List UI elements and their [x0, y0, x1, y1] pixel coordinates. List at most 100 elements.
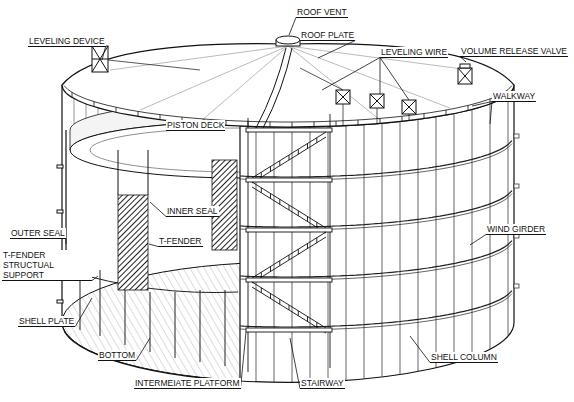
leader-line [470, 235, 486, 246]
shell-column [436, 117, 437, 368]
stair-tread [307, 317, 308, 322]
part-label: ROOF VENT [296, 7, 348, 18]
part-label: ROOF PLATE [300, 30, 355, 41]
leader-line [102, 47, 106, 61]
walkway-post [424, 114, 425, 119]
stair-flight [252, 132, 326, 178]
walkway-post [270, 122, 271, 127]
part-label: OUTER SEAL [10, 228, 66, 239]
walkway-post [490, 99, 491, 104]
stair-tread [261, 272, 262, 277]
shell-column [508, 95, 509, 336]
walkway-post [116, 107, 117, 112]
wind-girder [240, 291, 512, 327]
walkway-post [292, 122, 293, 127]
walkway-post [160, 115, 161, 120]
walkway-post [138, 111, 139, 116]
roof-plate [62, 44, 514, 127]
stair-tread [279, 199, 280, 204]
stair-tread [279, 261, 280, 266]
leader-line [150, 202, 166, 217]
walkway-post [226, 120, 227, 125]
leader-line [136, 338, 150, 361]
intermediate-platform [246, 328, 332, 332]
shell-column [292, 127, 293, 382]
stair-flight [252, 137, 326, 183]
part-label: LEVELING WIRE [380, 47, 448, 58]
leader-line [65, 239, 66, 245]
leader-line [241, 332, 247, 389]
shell-column [328, 126, 329, 381]
walkway-post [336, 121, 337, 126]
walkway-post [72, 92, 73, 97]
intermediate-platform [246, 128, 332, 132]
walkway-rail [64, 86, 512, 122]
walkway-post [468, 105, 469, 110]
leader-line [318, 41, 355, 59]
wind-girder [514, 284, 519, 288]
stair-tread [261, 288, 262, 293]
part-label: INNER SEAL [166, 206, 219, 217]
stair-flight [252, 182, 326, 228]
stair-tread [270, 167, 271, 172]
stair-tread [316, 238, 317, 243]
leader-line [92, 276, 98, 281]
leader-line [472, 102, 492, 107]
leader-line [322, 58, 380, 91]
stair-flight [252, 282, 326, 328]
shell-column [400, 122, 401, 375]
stairway [246, 114, 332, 372]
stair-post [248, 118, 249, 372]
part-label: SHELL COLUMN [430, 352, 498, 363]
leader-line [149, 244, 158, 247]
walkway-post [380, 118, 381, 123]
shell-column [454, 114, 455, 363]
part-label: T-FENDER STRUCTUAL SUPPORT [2, 250, 92, 281]
walkway-post [314, 122, 315, 127]
stair-tread [298, 211, 299, 216]
leader-line [410, 336, 430, 363]
stair-flight [252, 232, 326, 278]
stair-tread [270, 194, 271, 199]
walkway-post [446, 110, 447, 115]
part-label: PISTON DECK [166, 120, 225, 131]
stair-flight [252, 237, 326, 283]
stair-tread [261, 172, 262, 177]
wind-girder [240, 141, 512, 177]
wind-girder [514, 184, 519, 188]
stair-tread [298, 149, 299, 154]
leader-line [289, 18, 296, 36]
stair-tread [261, 188, 262, 193]
part-label: INTERMEIATE PLATFORM [134, 378, 241, 389]
stair-tread [307, 144, 308, 149]
stair-tread [298, 249, 299, 254]
shell-column [364, 125, 365, 379]
part-label: WALKWAY [492, 91, 536, 102]
intermediate-platform [246, 178, 332, 182]
stair-tread [289, 305, 290, 310]
part-label: BOTTOM [98, 350, 136, 361]
stair-tread [289, 205, 290, 210]
wind-girder [240, 191, 512, 227]
part-label: LEVELING DEVICE [28, 36, 106, 47]
part-label: VOLUME RELEASE VALVE [460, 46, 568, 57]
stair-tread [316, 138, 317, 143]
shell-column [472, 109, 473, 356]
stair-tread [298, 311, 299, 316]
intermediate-platform [246, 278, 332, 282]
roof-vent [276, 36, 300, 46]
intermediate-platform [246, 228, 332, 232]
stair-tread [270, 267, 271, 272]
leader-line [490, 102, 492, 125]
part-label: SHELL PLATE [18, 316, 75, 327]
shell-column [256, 127, 257, 382]
shell-plate [240, 85, 514, 382]
shell-column [382, 123, 383, 376]
stair-tread [316, 322, 317, 327]
leader-line [380, 58, 409, 101]
leader-line [460, 57, 466, 63]
leveling-device [92, 46, 416, 114]
shell-column [346, 126, 347, 380]
leader-line [380, 58, 381, 95]
